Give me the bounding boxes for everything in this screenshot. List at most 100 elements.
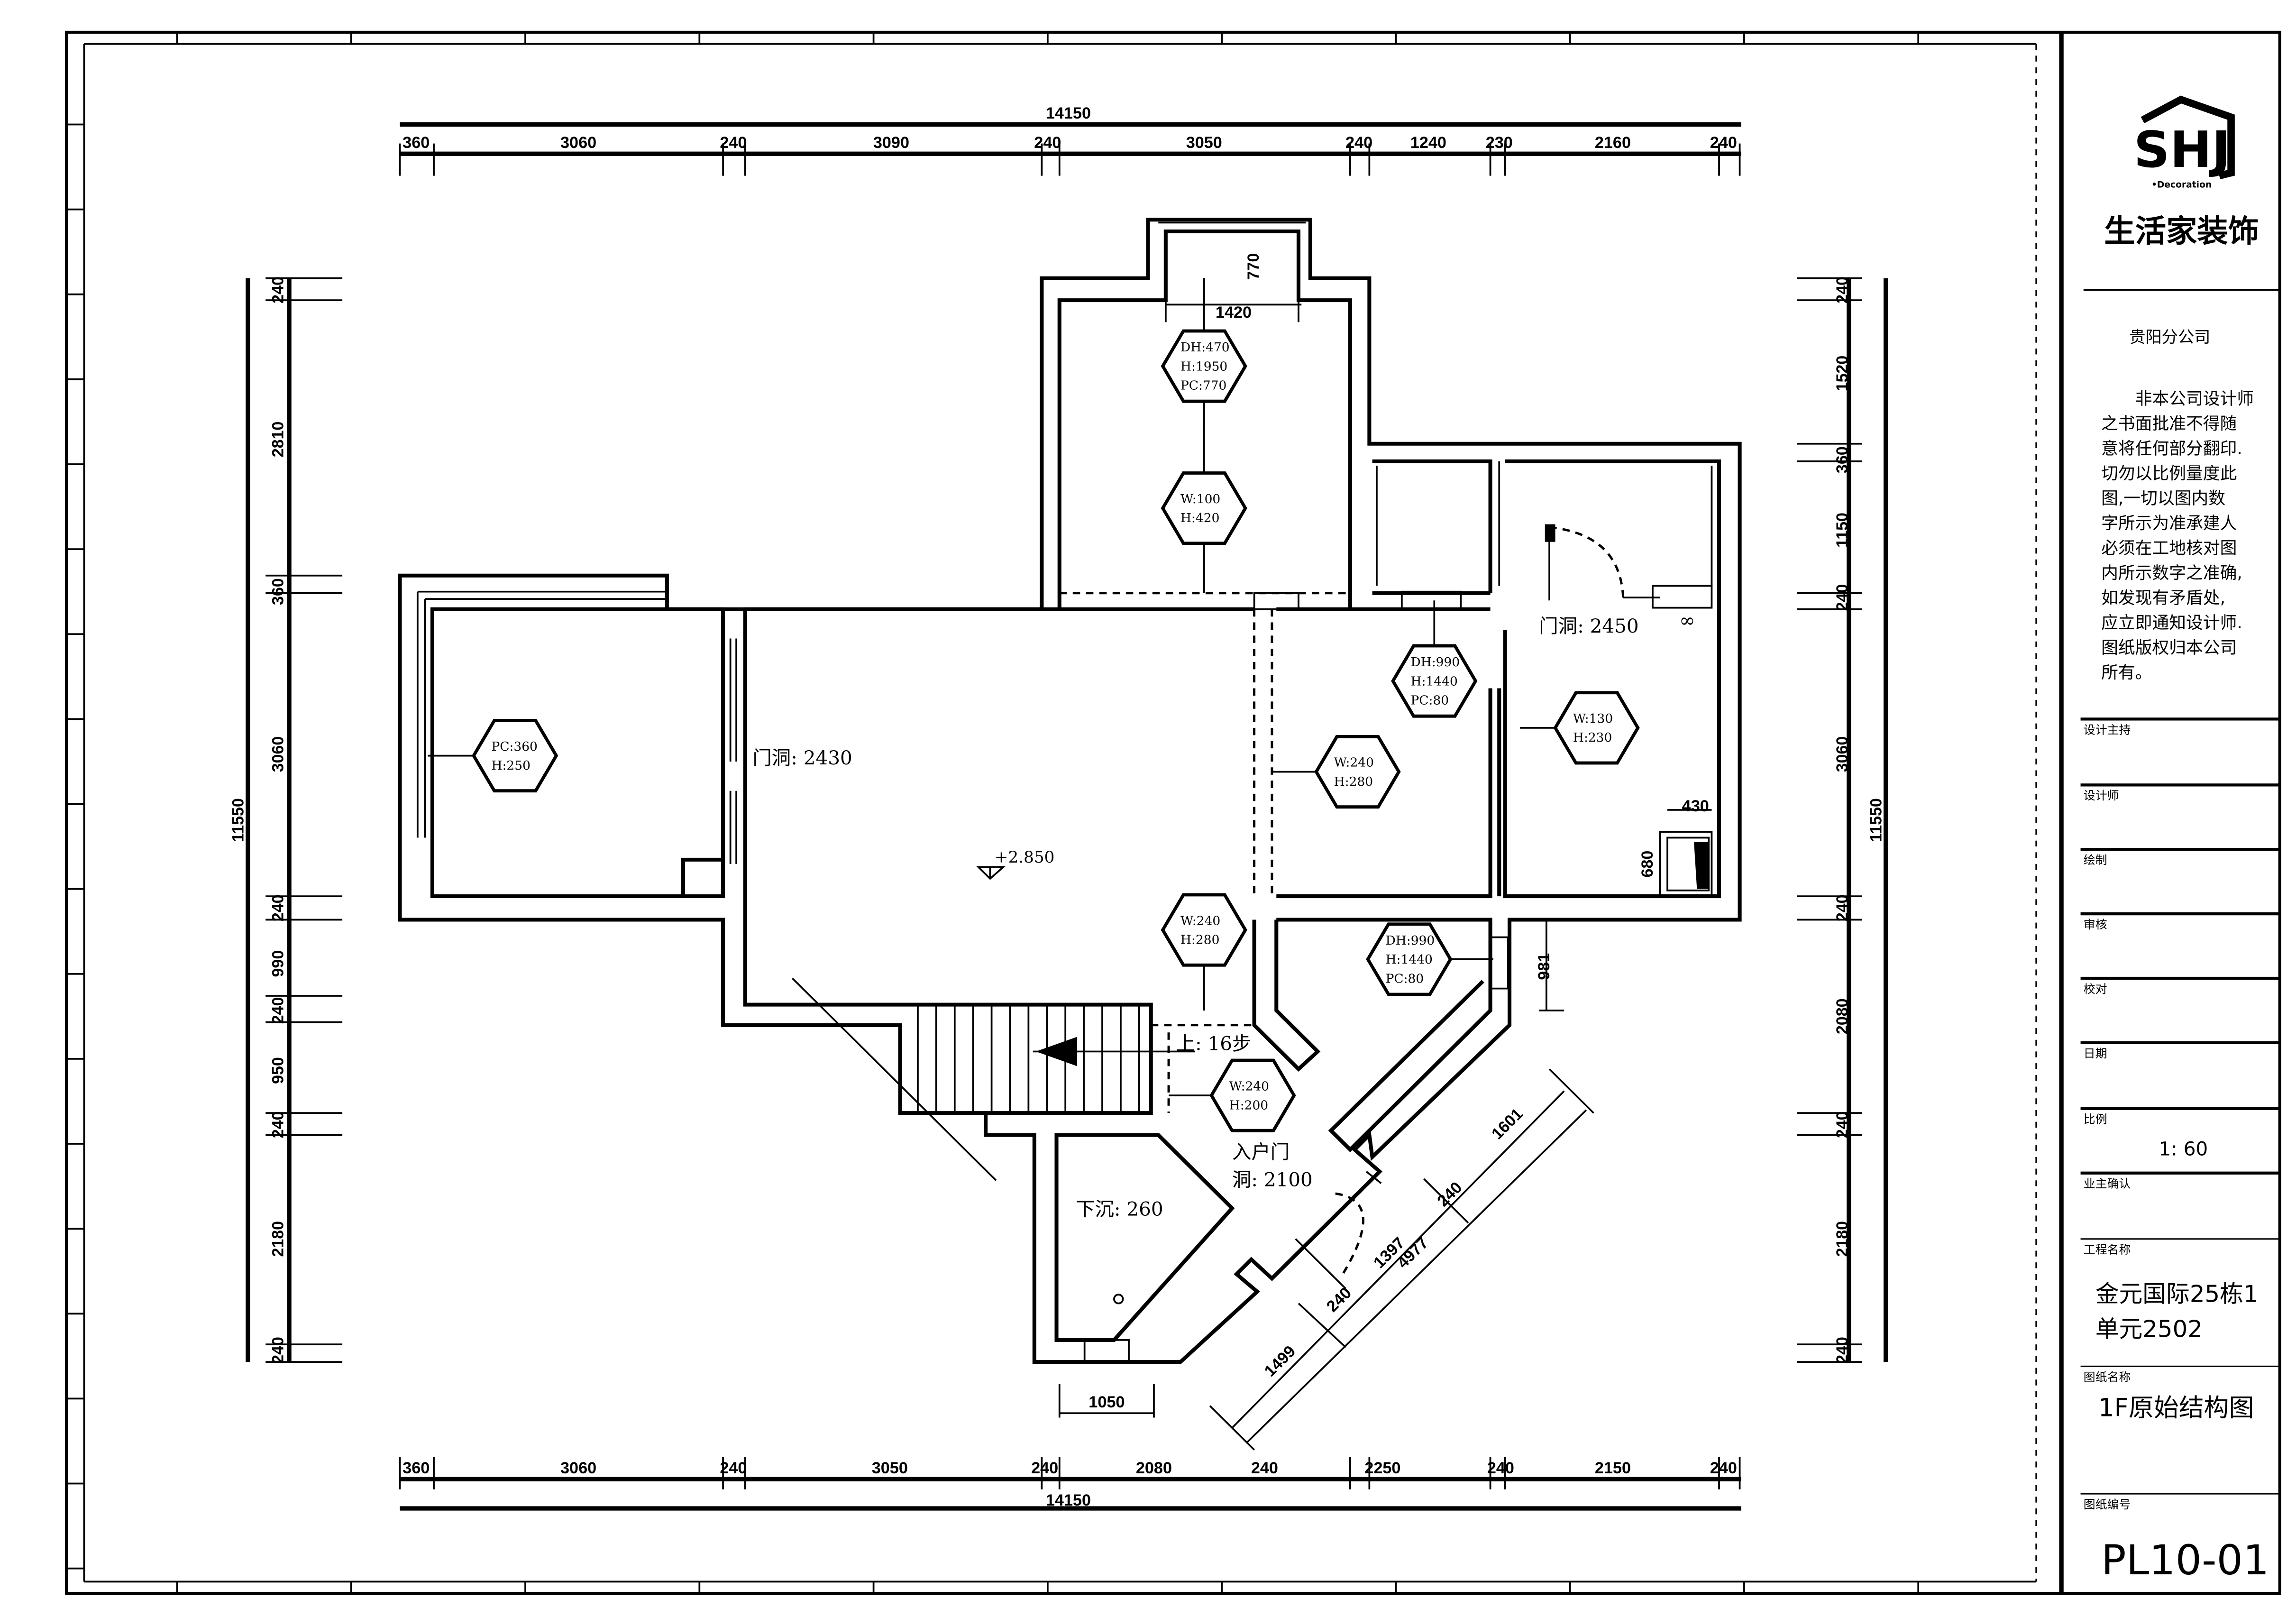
notice-line: 图,一切以图内数 <box>2101 489 2225 508</box>
door-opening-living-label: 门洞: 2430 <box>752 747 852 769</box>
tag-line: W:240 <box>1229 1079 1269 1093</box>
tag-line: H:1950 <box>1180 359 1227 374</box>
window-left <box>416 590 667 838</box>
hexagon-tag-icon <box>1553 691 1640 765</box>
top-dimension: 2160 <box>1595 134 1631 152</box>
right-dimension: 2180 <box>1833 1221 1851 1257</box>
left-dimension: 2810 <box>269 422 287 458</box>
branch-name: 贵阳分公司 <box>2129 328 2210 347</box>
hexagon-tag-icon <box>1366 922 1453 996</box>
hexagon-tag-icon <box>1314 735 1401 809</box>
field-label-reviewer: 审核 <box>2084 918 2107 931</box>
left-dimension: 2180 <box>269 1221 287 1257</box>
left-dimension: 240 <box>269 1112 287 1139</box>
top-total-dimension: 14150 <box>1046 104 1091 122</box>
tag-line: W:100 <box>1180 492 1220 506</box>
left-dimension: 240 <box>269 1337 287 1364</box>
local-dimension: 1420 <box>1216 303 1252 322</box>
left-total-dimension: 11550 <box>229 798 247 842</box>
right-dimension: 240 <box>1833 1112 1851 1139</box>
tag-line: H:200 <box>1229 1099 1268 1113</box>
left-dimension: 240 <box>269 276 287 303</box>
top-dimension: 240 <box>1034 134 1061 152</box>
entry-door-width-label: 洞: 2100 <box>1232 1169 1313 1191</box>
right-dimension: 3060 <box>1833 736 1851 772</box>
room-top-middle <box>1057 229 1352 609</box>
top-dimension: 360 <box>402 134 430 152</box>
sheet-frame <box>64 30 2281 1595</box>
field-label-owner-confirm: 业主确认 <box>2084 1177 2131 1191</box>
bottom-dimension: 240 <box>1031 1459 1058 1477</box>
hexagon-tag-icon <box>1391 644 1478 718</box>
notice-line: 切勿以比例量度此 <box>2101 464 2237 483</box>
notice-line: 如发现有矛盾处, <box>2101 588 2225 608</box>
drawing-name: 1F原始结构图 <box>2098 1394 2254 1423</box>
top-dimension: 240 <box>720 134 747 152</box>
top-dimension: 3090 <box>873 134 909 152</box>
field-label-drawing-number-label: 图纸编号 <box>2084 1498 2131 1511</box>
notice-line: 字所示为准承建人 <box>2101 514 2237 533</box>
bottom-dimension: 240 <box>720 1459 747 1477</box>
room-right <box>1372 459 1721 899</box>
sunken-label: 下沉: 260 <box>1076 1198 1163 1220</box>
tag-line: PC:80 <box>1411 694 1449 708</box>
tag-line: PC:80 <box>1386 972 1424 986</box>
local-dimension: 680 <box>1638 851 1656 878</box>
copyright-notice: 非本公司设计师之书面批准不得随意将任何部分翻印.切勿以比例量度此图,一切以图内数… <box>2101 389 2254 682</box>
field-label-scale-label: 比例 <box>2084 1112 2107 1126</box>
project-name-line2: 单元2502 <box>2095 1315 2203 1343</box>
top-dimension: 230 <box>1486 134 1513 152</box>
door-opening-bedroom-label: 门洞: 2450 <box>1539 615 1638 637</box>
bottom-total-dimension: 14150 <box>1046 1491 1091 1509</box>
bottom-dimension: 360 <box>402 1459 430 1477</box>
notice-line: 非本公司设计师 <box>2101 389 2254 409</box>
right-dimension: 2080 <box>1833 999 1851 1035</box>
tag-line: H:1440 <box>1411 674 1458 689</box>
hexagon-tag-icon <box>1161 893 1247 967</box>
entry-door <box>1295 1171 1382 1290</box>
diagonal-dimension: 240 <box>1323 1284 1355 1315</box>
right-dimension: 240 <box>1833 276 1851 303</box>
walls: ∞ <box>398 218 1742 1451</box>
scale-value: 1: 60 <box>2159 1138 2208 1160</box>
right-dimension: 360 <box>1833 446 1851 473</box>
room-left <box>430 607 725 899</box>
frame-ticks <box>66 32 1920 1594</box>
tag-line: H:230 <box>1573 731 1612 745</box>
logo-mark: SHJ <box>2134 120 2231 179</box>
tag-line: PC:770 <box>1180 379 1226 393</box>
tag-line: H:1440 <box>1386 953 1433 967</box>
bottom-dimension: 2250 <box>1364 1459 1400 1477</box>
diagonal-dimension: 1601 <box>1488 1105 1527 1143</box>
entry-door-label: 入户门 <box>1232 1141 1290 1163</box>
tag-line: H:250 <box>491 759 530 773</box>
room-lower-middle <box>1252 918 1492 1153</box>
left-dimension: 950 <box>269 1057 287 1084</box>
right-dimension: 240 <box>1833 894 1851 921</box>
tag-line: H:420 <box>1180 511 1219 525</box>
left-dimension: 3060 <box>269 736 287 772</box>
local-dimension: 430 <box>1682 797 1709 815</box>
field-label-checker: 校对 <box>2084 982 2107 996</box>
top-dimension: 3060 <box>560 134 596 152</box>
field-label-drawing-name-label: 图纸名称 <box>2084 1370 2131 1384</box>
tag-line: W:240 <box>1180 914 1220 928</box>
tag-line: PC:360 <box>491 740 537 754</box>
diagonal-dimension: 1499 <box>1261 1342 1299 1380</box>
drawing-number: PL10-01 <box>2101 1536 2269 1584</box>
tag-line: DH:990 <box>1386 934 1435 948</box>
opening-tags: DH:470H:1950PC:770W:100H:420PC:360H:250D… <box>428 329 1640 1132</box>
tag-line: H:280 <box>1180 933 1219 947</box>
left-dimension: 240 <box>269 997 287 1024</box>
top-dimension: 240 <box>1345 134 1372 152</box>
right-dimension: 240 <box>1833 1337 1851 1364</box>
project-name-line1: 金元国际25栋1 <box>2095 1280 2259 1308</box>
bottom-dimension: 240 <box>1710 1459 1737 1477</box>
diagonal-dimension: 240 <box>1434 1178 1465 1210</box>
bottom-dimension: 2150 <box>1595 1459 1631 1477</box>
